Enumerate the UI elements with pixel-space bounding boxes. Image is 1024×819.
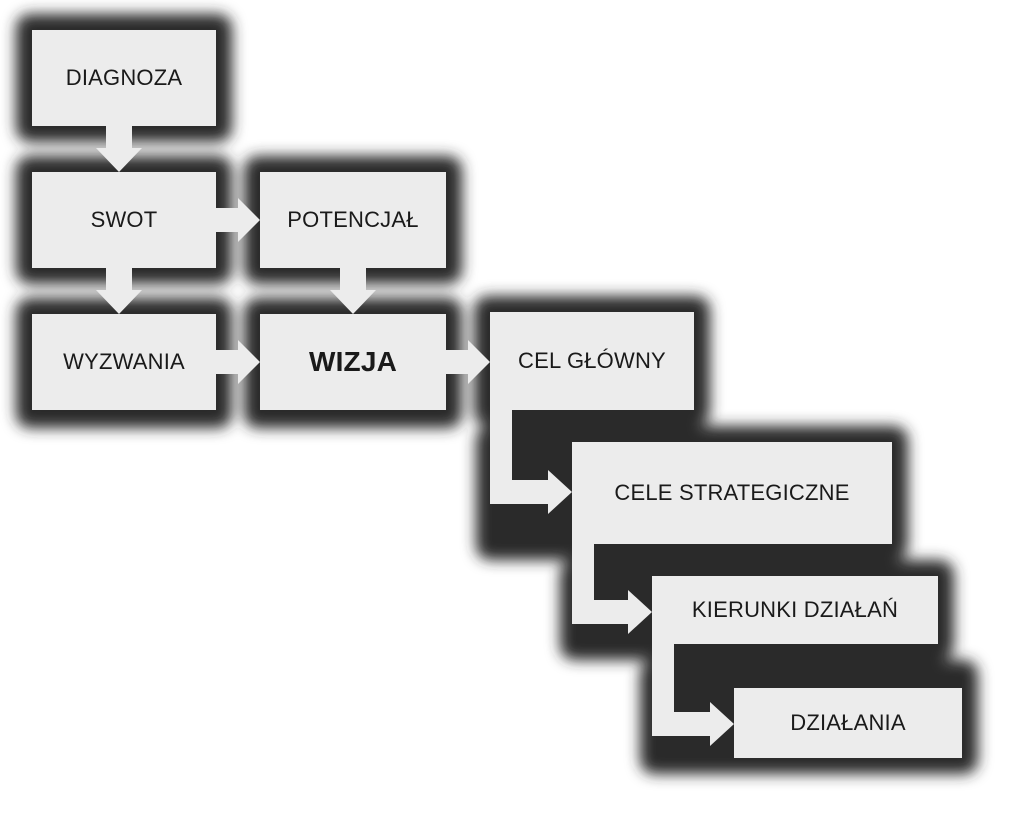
node-cele-strategiczne: CELE STRATEGICZNE (572, 442, 892, 544)
arrow-cel-glowny-cele-strategiczne (490, 410, 572, 514)
arrow-swot-potencjal (216, 198, 260, 242)
node-swot: SWOT (32, 172, 216, 268)
node-label: CELE STRATEGICZNE (614, 480, 850, 505)
node-label: KIERUNKI DZIAŁAŃ (691, 597, 899, 622)
node-label: POTENCJAŁ (287, 207, 419, 232)
node-label: SWOT (90, 207, 158, 232)
arrow-potencjal-wizja (330, 268, 376, 314)
arrow-cele-strategiczne-kierunki (572, 544, 652, 634)
node-kierunki-dzialan: KIERUNKI DZIAŁAŃ (652, 576, 938, 644)
node-label: CEL GŁÓWNY (518, 348, 666, 373)
arrow-kierunki-dzialania (652, 644, 734, 746)
node-wizja: WIZJA (260, 314, 446, 410)
node-label: WIZJA (308, 346, 398, 377)
node-wyzwania: WYZWANIA (32, 314, 216, 410)
node-diagnoza: DIAGNOZA (32, 30, 216, 126)
arrow-wizja-cel-glowny (446, 340, 490, 384)
node-label: DZIAŁANIA (790, 710, 906, 735)
node-potencjal: POTENCJAŁ (260, 172, 446, 268)
node-dzialania: DZIAŁANIA (734, 688, 962, 758)
node-label: WYZWANIA (63, 349, 185, 374)
arrow-swot-wyzwania (96, 268, 142, 314)
node-label: DIAGNOZA (65, 65, 183, 90)
arrow-wyzwania-wizja (216, 340, 260, 384)
arrow-diagnoza-swot (96, 126, 142, 172)
node-cel-glowny: CEL GŁÓWNY (490, 312, 694, 410)
arrow-layer (96, 126, 734, 746)
